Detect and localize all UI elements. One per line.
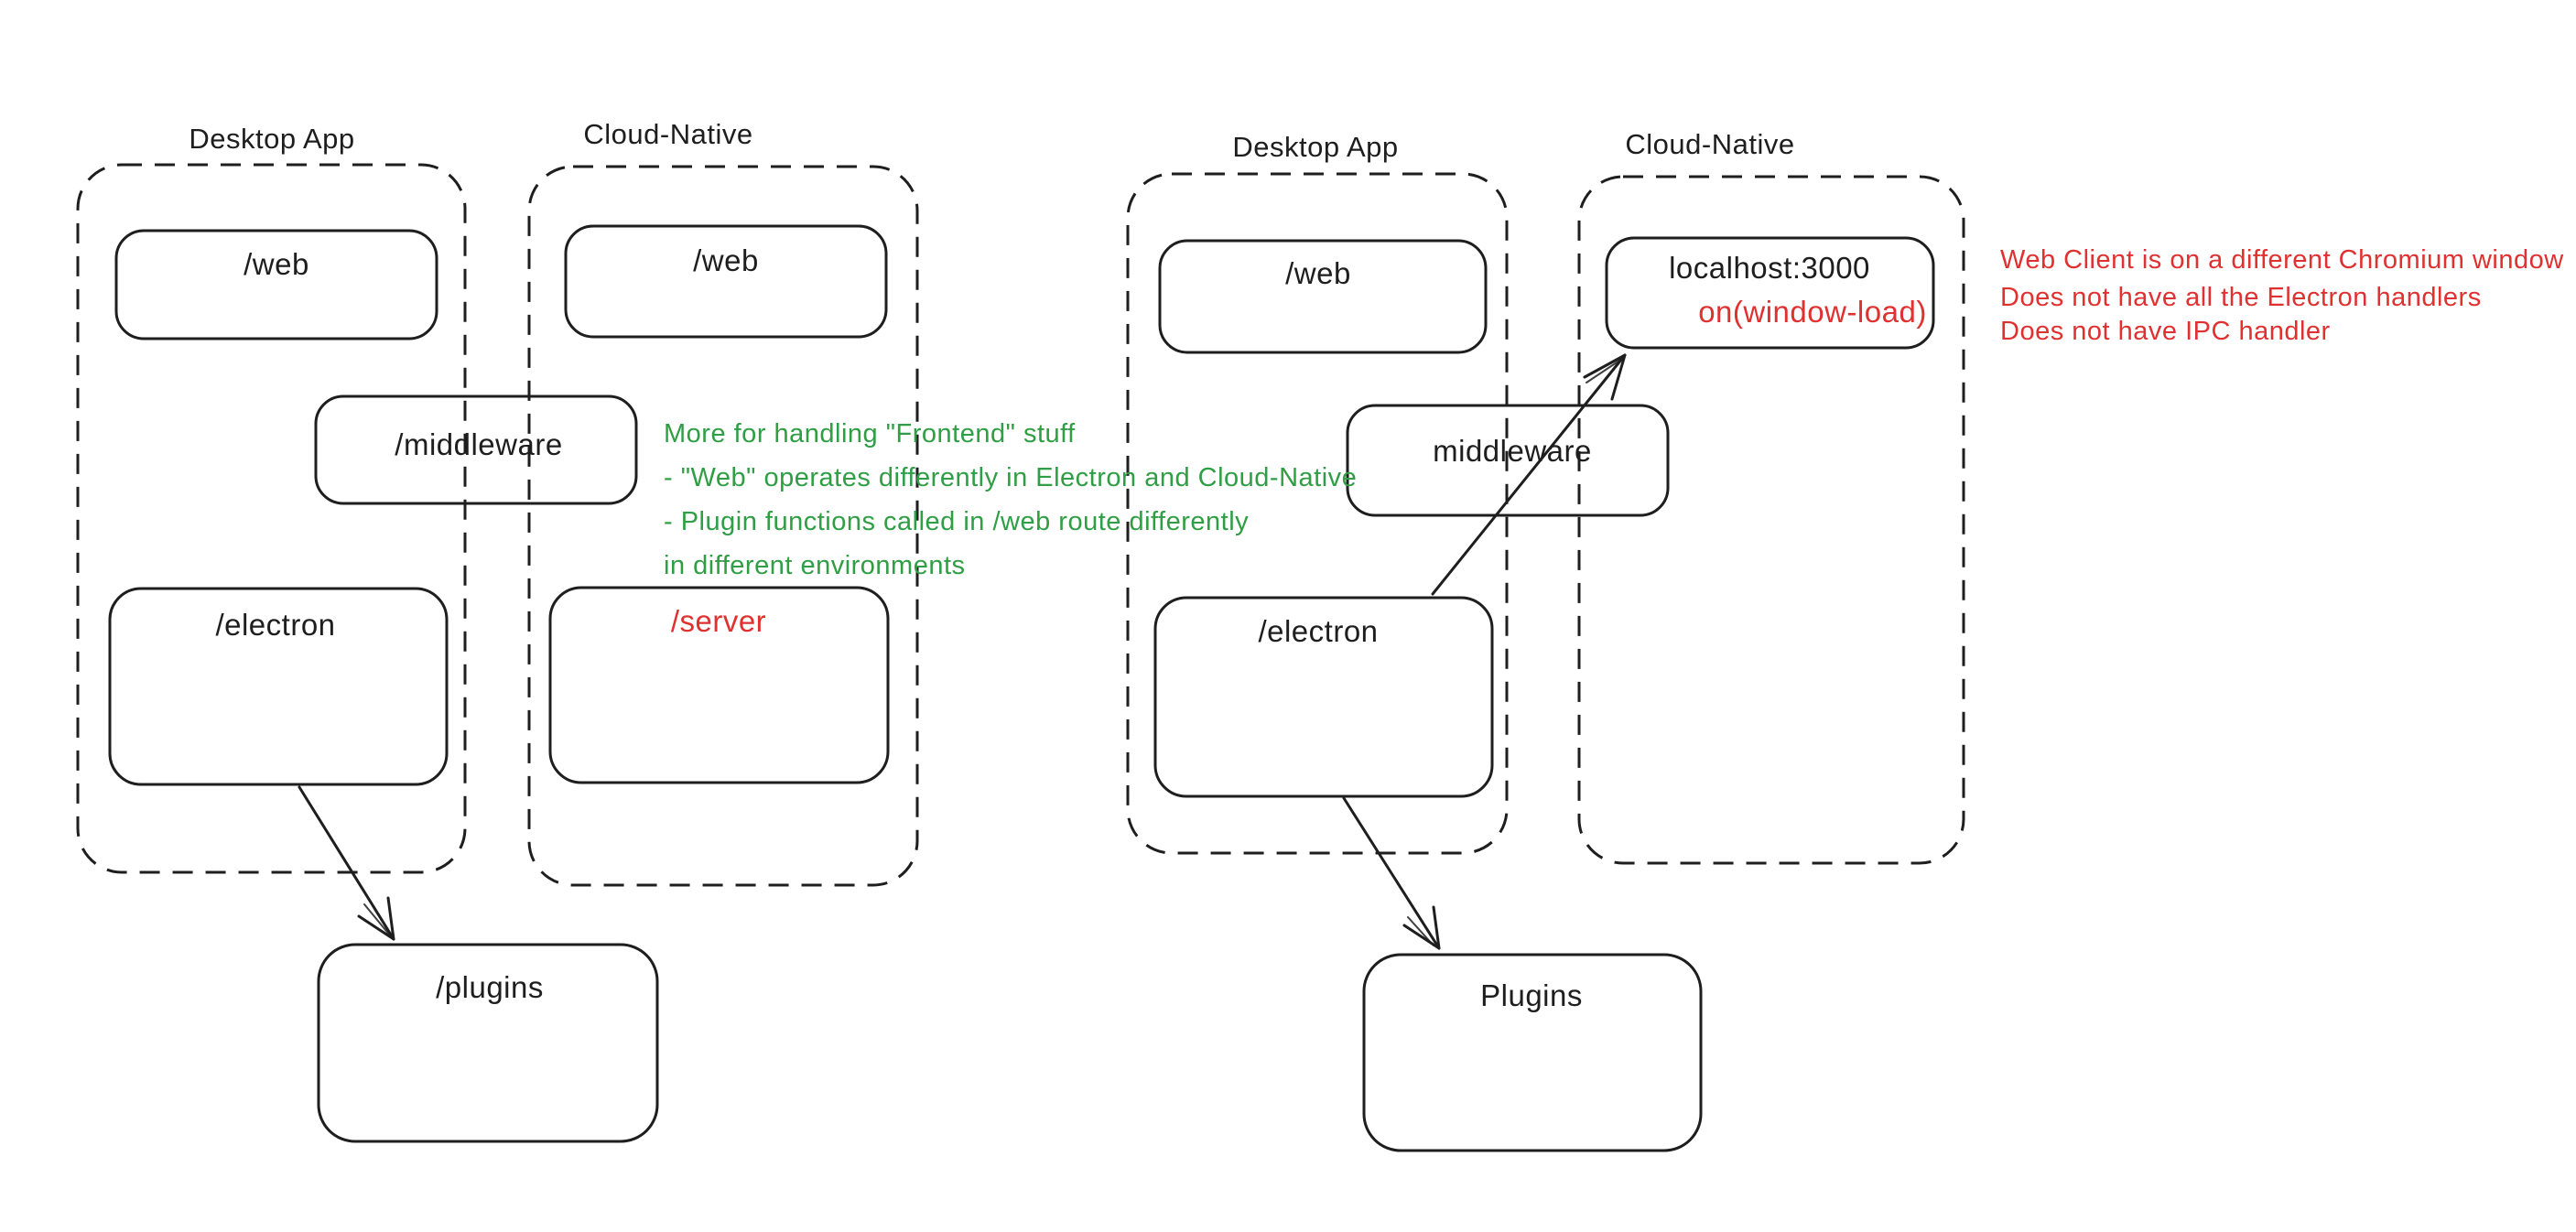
left-desktop-web-label[interactable]: /web [244, 247, 309, 281]
right-cloud-title[interactable]: Cloud-Native [1625, 128, 1794, 160]
right-localhost-label[interactable]: localhost:3000 [1669, 251, 1870, 285]
left-desktop-title[interactable]: Desktop App [189, 123, 354, 155]
right-plugins-box[interactable] [1362, 953, 1703, 1152]
arrows [298, 353, 1627, 950]
arrowhead-stroke [1583, 353, 1627, 379]
left-desktop-web-box[interactable] [114, 229, 438, 340]
arrow-shaft [298, 785, 395, 941]
container-right-desktop-outline[interactable] [1126, 172, 1509, 855]
right-electron-box[interactable] [1153, 596, 1494, 798]
green-note-line-3[interactable]: - Plugin functions called in /web route … [664, 507, 1249, 536]
arrowhead-sketch-stroke [1407, 916, 1434, 946]
arrowhead-stroke [357, 914, 395, 941]
right-localhost-box[interactable] [1605, 236, 1935, 350]
left-plugins-label[interactable]: /plugins [436, 970, 544, 1004]
right-middleware-label[interactable]: middleware [1433, 434, 1592, 468]
container-right-cloud-outline[interactable] [1577, 175, 1965, 865]
red-note-line-2[interactable]: Does not have all the Electron handlers [2000, 283, 2482, 312]
left-plugins-box[interactable] [317, 943, 659, 1143]
left-middleware-label[interactable]: /middleware [395, 427, 562, 461]
right-desktop-web-label[interactable]: /web [1285, 256, 1351, 290]
arrowhead-stroke [1432, 905, 1441, 950]
left-electron-label[interactable]: /electron [215, 608, 335, 642]
arrowhead-sketch-stroke [1586, 358, 1623, 384]
arrow-left-electron-to-plugins[interactable] [298, 785, 395, 941]
left-cloud-web-label[interactable]: /web [693, 243, 759, 277]
green-note: More for handling "Frontend" stuff - "We… [664, 419, 1357, 580]
arrow-right-electron-to-plugins[interactable] [1342, 796, 1441, 950]
left-electron-box[interactable] [108, 587, 449, 786]
container-left-desktop-outline[interactable] [76, 163, 467, 874]
green-note-line-2[interactable]: - "Web" operates differently in Electron… [664, 463, 1357, 492]
right-desktop-title[interactable]: Desktop App [1232, 131, 1398, 163]
green-note-line-4[interactable]: in different environments [664, 551, 966, 580]
left-cloud-server-box[interactable] [548, 586, 890, 784]
right-window-load-label[interactable]: on(window-load) [1698, 295, 1927, 329]
arrow-right-electron-to-localhost[interactable] [1431, 353, 1627, 596]
red-note-line-3[interactable]: Does not have IPC handler [2000, 317, 2331, 346]
arrow-shaft [1342, 796, 1441, 950]
arrowhead-stroke [1610, 353, 1627, 401]
red-labels: /server on(window-load) Web Client is on… [671, 245, 2564, 638]
left-cloud-title[interactable]: Cloud-Native [583, 118, 752, 150]
green-note-line-1[interactable]: More for handling "Frontend" stuff [664, 419, 1076, 448]
left-cloud-server-label[interactable]: /server [671, 604, 766, 638]
left-cloud-web-box[interactable] [564, 224, 888, 339]
right-electron-label[interactable]: /electron [1258, 614, 1378, 648]
solid-boxes [108, 224, 1935, 1152]
right-desktop-web-box[interactable] [1158, 239, 1488, 354]
container-left-cloud-outline[interactable] [527, 165, 919, 887]
left-middleware-box[interactable] [314, 394, 638, 505]
arrowhead-sketch-stroke [363, 903, 391, 936]
ink-labels: Desktop App Cloud-Native Desktop App Clo… [189, 118, 1870, 1012]
arrow-shaft [1431, 353, 1627, 596]
red-note-line-1[interactable]: Web Client is on a different Chromium wi… [2000, 245, 2564, 275]
arrowhead-stroke [386, 896, 395, 941]
right-plugins-label[interactable]: Plugins [1480, 978, 1583, 1012]
dashed-containers [76, 163, 1965, 887]
